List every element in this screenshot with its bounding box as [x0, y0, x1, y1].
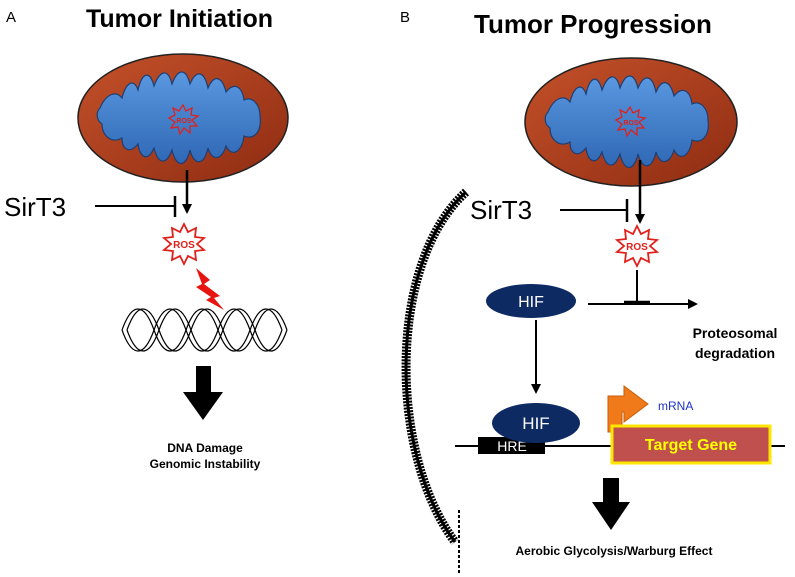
ros-label-a: ROS [173, 240, 195, 251]
hif-label: HIF [518, 294, 544, 311]
hif-bound-label: HIF [522, 414, 549, 433]
panel-a: A Tumor Initiation ROS SirT3 ROS DNA [4, 5, 289, 471]
outcome-line2-a: Genomic Instability [150, 457, 261, 471]
hre-label: HRE [497, 438, 527, 454]
hif-oval [486, 284, 576, 318]
ros-burst-a [161, 221, 207, 267]
degradation-line2: degradation [695, 345, 775, 361]
panel-b-title: Tumor Progression [474, 9, 712, 39]
panel-b-letter: B [400, 9, 410, 26]
mito-ros-label-b: ROS [623, 120, 639, 127]
mito-ros-burst-a [167, 103, 200, 136]
mrna-label: mRNA [658, 399, 693, 413]
sirt3-label-b: SirT3 [470, 195, 532, 225]
outcome-line1-a: DNA Damage [167, 441, 243, 455]
ros-label-b: ROS [626, 242, 648, 253]
lightning-bolt-icon [196, 268, 224, 310]
target-gene-box [610, 424, 772, 465]
panel-a-letter: A [6, 9, 16, 26]
mito-ros-label-a: ROS [176, 118, 192, 125]
promoter-arrow-icon [607, 385, 649, 433]
feedback-bracket [401, 188, 470, 575]
sirt3-label-a: SirT3 [4, 192, 66, 222]
ros-burst-b [614, 223, 660, 269]
mitochondrion-b: ROS [524, 57, 738, 187]
mitochondrion-a: ROS [77, 53, 289, 183]
outcome-arrow-a [183, 366, 223, 420]
target-gene-label: Target Gene [645, 437, 737, 454]
panel-a-title: Tumor Initiation [86, 5, 273, 33]
degradation-line1: Proteosomal [693, 325, 778, 341]
mito-ros-burst-b [614, 105, 647, 138]
outcome-label-b: Aerobic Glycolysis/Warburg Effect [516, 544, 713, 558]
outcome-arrow-b [592, 478, 630, 530]
dna-helix [121, 308, 288, 352]
hif-bound-oval [492, 403, 580, 443]
panel-b: B Tumor Progression ROS SirT3 ROS HIF Pr… [400, 9, 785, 575]
